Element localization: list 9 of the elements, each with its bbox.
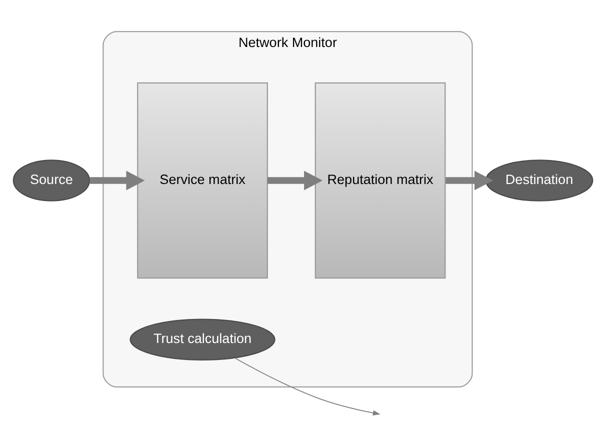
node-box: Reputation matrix: [314, 82, 446, 279]
arrow: [268, 170, 323, 190]
node-ellipse: Source: [12, 160, 90, 202]
arrow: [234, 357, 380, 416]
node-ellipse: Destination: [485, 160, 594, 202]
arrow: [446, 170, 494, 190]
node-ellipse: Trust calculation: [130, 318, 276, 360]
arrow: [90, 170, 145, 190]
node-box: Service matrix: [137, 82, 268, 279]
